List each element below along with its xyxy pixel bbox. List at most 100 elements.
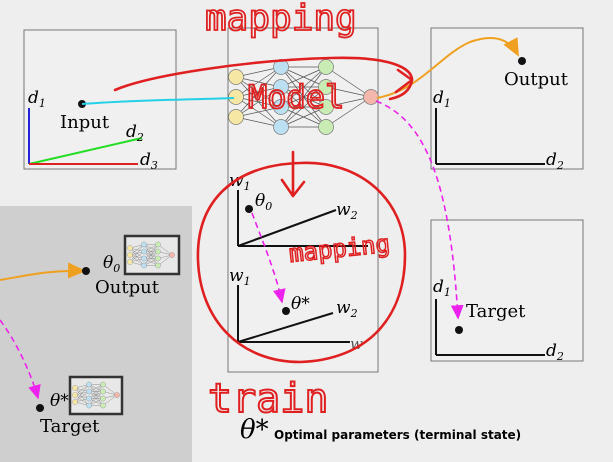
nn-node bbox=[318, 59, 334, 75]
bottom-w1-label: w1 bbox=[229, 266, 251, 288]
nn-node bbox=[273, 119, 289, 135]
top-theta0-label: θ0 bbox=[255, 191, 272, 213]
inset-output-label: Output bbox=[95, 277, 160, 298]
nn-edge bbox=[157, 244, 173, 256]
output-d1-label: d1 bbox=[433, 88, 451, 110]
nn-node bbox=[318, 119, 334, 135]
inset-output-point bbox=[82, 267, 90, 275]
nn-edge bbox=[143, 244, 159, 259]
nn-node bbox=[141, 248, 147, 255]
nn-edge bbox=[143, 251, 159, 266]
inset-contents: θ0 Output θ* Target bbox=[0, 234, 181, 437]
nn-node bbox=[100, 381, 106, 388]
nn-node bbox=[72, 399, 78, 405]
target-point bbox=[455, 326, 463, 334]
red-arrow-head-right bbox=[394, 68, 414, 94]
nn-node bbox=[228, 109, 244, 125]
nn-edge bbox=[88, 391, 104, 406]
nn-edge bbox=[102, 384, 118, 396]
handwriting-mapping-top: mapping bbox=[205, 0, 357, 39]
nn-edge bbox=[129, 244, 145, 256]
nn-edge bbox=[325, 66, 372, 98]
nn-node bbox=[127, 245, 133, 251]
output-panel: d1 d2 Output bbox=[430, 27, 584, 172]
nn-edge bbox=[88, 384, 104, 399]
theta0-point bbox=[245, 205, 253, 213]
target-d1-label: d1 bbox=[433, 277, 451, 299]
output-point-label: Output bbox=[504, 69, 569, 90]
input-d3-label: d3 bbox=[140, 150, 158, 172]
d2-axis-line bbox=[28, 137, 143, 165]
output-d2-label: d2 bbox=[546, 150, 564, 172]
red-param-circle bbox=[196, 161, 407, 364]
nn-node bbox=[273, 79, 289, 95]
nn-node bbox=[155, 248, 161, 255]
handwriting-train: train bbox=[208, 376, 328, 422]
nn-node bbox=[141, 241, 147, 248]
nn-edge bbox=[74, 384, 90, 403]
param-space-bottom: w1 w2 w θ* bbox=[229, 266, 363, 353]
inset-orange-arrow bbox=[0, 262, 86, 281]
nn-node bbox=[155, 255, 161, 262]
nn-edge bbox=[129, 251, 145, 263]
nn-node bbox=[86, 402, 92, 409]
output-point bbox=[518, 57, 526, 65]
nn-edge bbox=[74, 391, 90, 403]
red-loop-arrow bbox=[113, 56, 414, 101]
inset-theta0-label: θ0 bbox=[103, 253, 120, 275]
nn-edge bbox=[235, 66, 282, 118]
nn-node bbox=[72, 385, 78, 391]
target-panel: d1 d2 Target bbox=[430, 219, 584, 363]
nn-node bbox=[273, 99, 289, 115]
theta0-to-theta-star-arrow bbox=[251, 212, 286, 304]
input-to-model-line bbox=[81, 97, 235, 105]
theta-star-point bbox=[282, 307, 290, 315]
nn-node bbox=[114, 392, 120, 398]
nn-node bbox=[127, 259, 133, 265]
nn-node bbox=[86, 395, 92, 402]
nn-node bbox=[86, 381, 92, 388]
nn-node bbox=[127, 252, 133, 258]
nn-node bbox=[155, 241, 161, 248]
inset-target-point bbox=[36, 404, 44, 412]
nn-edge bbox=[280, 66, 327, 88]
input-d1-label: d1 bbox=[28, 88, 46, 110]
target-d2-label: d2 bbox=[546, 341, 564, 363]
red-down-arrow-head bbox=[280, 178, 306, 198]
bottom-w2-label: w2 bbox=[336, 298, 358, 320]
nn-node bbox=[228, 69, 244, 85]
nn-node bbox=[100, 402, 106, 409]
bottom-theta-star-label: θ* bbox=[291, 294, 310, 314]
inset-model-thumb-2 bbox=[68, 375, 124, 416]
input-point-label: Input bbox=[60, 112, 110, 133]
nn-edge bbox=[235, 66, 282, 98]
nn-node bbox=[141, 255, 147, 262]
neural-network bbox=[228, 59, 379, 135]
caption-symbol: θ* bbox=[240, 415, 269, 445]
nn-edge bbox=[129, 244, 145, 263]
nn-edge bbox=[88, 384, 104, 406]
inset-theta-star-label: θ* bbox=[50, 391, 69, 411]
nn-edge bbox=[74, 384, 90, 396]
top-w2-label: w2 bbox=[336, 200, 358, 222]
inset-magenta-arrow bbox=[0, 319, 41, 400]
nn-node bbox=[100, 395, 106, 402]
nn-edge bbox=[280, 66, 327, 108]
nn-edge bbox=[280, 86, 327, 128]
nn-node bbox=[169, 252, 175, 258]
nn-edge bbox=[325, 96, 372, 128]
nn-node bbox=[141, 262, 147, 269]
handwriting-model: Model bbox=[248, 78, 344, 116]
model-to-target-arrow bbox=[375, 100, 464, 320]
nn-edge bbox=[157, 254, 173, 266]
nn-edge bbox=[280, 106, 327, 128]
nn-node bbox=[100, 388, 106, 395]
inset-target-label: Target bbox=[40, 416, 100, 437]
nn-node bbox=[318, 79, 334, 95]
nn-node bbox=[72, 392, 78, 398]
nn-edge bbox=[102, 394, 118, 406]
nn-edge bbox=[280, 66, 327, 128]
caption-text: Optimal parameters (terminal state) bbox=[274, 428, 521, 442]
model-to-output-arrow bbox=[376, 37, 519, 99]
